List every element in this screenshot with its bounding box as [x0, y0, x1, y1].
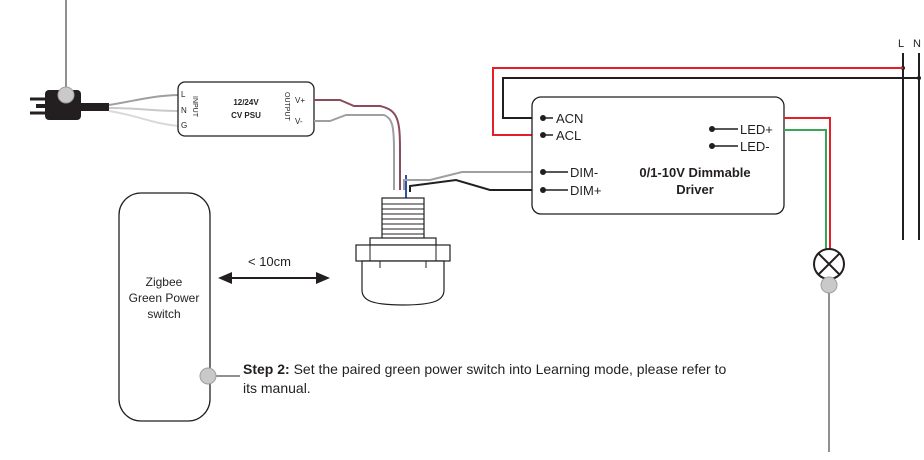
psu-pin-vminus: V-	[295, 117, 303, 126]
mains-lines: L N	[898, 38, 921, 240]
lamp	[813, 248, 845, 452]
cv-psu: L N G INPUT 12/24V CV PSU OUTPUT V+ V-	[177, 81, 315, 137]
black-neutral-wire	[502, 77, 919, 119]
driver-led-minus-label: LED-	[740, 139, 770, 154]
switch-label-line1: Zigbee	[146, 275, 183, 289]
psu-title-line1: 12/24V	[233, 98, 259, 107]
psu-output-label: OUTPUT	[283, 92, 290, 122]
switch-label-line3: switch	[147, 307, 180, 321]
sensor-nut	[369, 237, 437, 246]
driver-title-line2: Driver	[676, 182, 714, 197]
driver-title-line1: 0/1-10V Dimmable	[639, 165, 750, 180]
dimmable-driver: ACN ACL DIM- DIM+ LED+ LED- 0/1-10V Dimm…	[531, 96, 785, 215]
psu-input-label: INPUT	[191, 96, 198, 118]
sensor	[355, 197, 451, 306]
driver-dim-plus-label: DIM+	[570, 183, 601, 198]
step-2-instruction: Step 2: Set the paired green power switc…	[243, 360, 743, 398]
switch-label-line2: Green Power	[129, 291, 200, 305]
arrow-left-head	[218, 272, 232, 284]
callout-marker	[199, 367, 217, 385]
psu-pin-g: G	[181, 121, 187, 130]
psu-title-line2: CV PSU	[231, 111, 261, 120]
dim-plus-wire	[409, 178, 532, 192]
callout-marker	[57, 86, 75, 104]
thread-lines	[382, 203, 424, 240]
red-live-wire	[492, 67, 903, 136]
driver-led-plus-label: LED+	[740, 122, 773, 137]
power-plug	[30, 0, 109, 120]
vminus-wire	[314, 114, 395, 190]
distance-indicator: < 10cm	[218, 254, 330, 284]
mains-l-label: L	[898, 38, 904, 50]
psu-pin-vplus: V+	[295, 96, 305, 105]
step-2-text: Set the paired green power switch into L…	[243, 361, 727, 396]
sensor-dome	[361, 260, 445, 306]
psu-pin-n: N	[181, 106, 187, 115]
arrow-right-head	[316, 272, 330, 284]
driver-acl-label: ACL	[556, 128, 581, 143]
psu-pin-l: L	[181, 90, 186, 99]
psu-l-wire	[108, 94, 179, 106]
plug-ground-pin	[36, 104, 45, 108]
step-2-heading: Step 2:	[243, 361, 290, 377]
vplus-wire	[314, 99, 401, 190]
plug-cable	[81, 103, 109, 111]
led-plus-wire	[784, 117, 831, 250]
callout-marker	[820, 276, 838, 294]
mains-n-label: N	[913, 38, 921, 50]
driver-acn-label: ACN	[556, 111, 583, 126]
led-minus-wire	[784, 129, 827, 250]
psu-g-wire	[108, 110, 179, 127]
driver-dim-minus-label: DIM-	[570, 165, 598, 180]
dim-minus-wire	[403, 171, 532, 190]
switch-body	[118, 192, 211, 422]
psu-n-wire	[108, 107, 179, 112]
distance-label: < 10cm	[248, 254, 291, 269]
green-power-switch: Zigbee Green Power switch	[118, 192, 240, 422]
driver-box	[531, 96, 785, 215]
psu-box	[177, 81, 315, 137]
